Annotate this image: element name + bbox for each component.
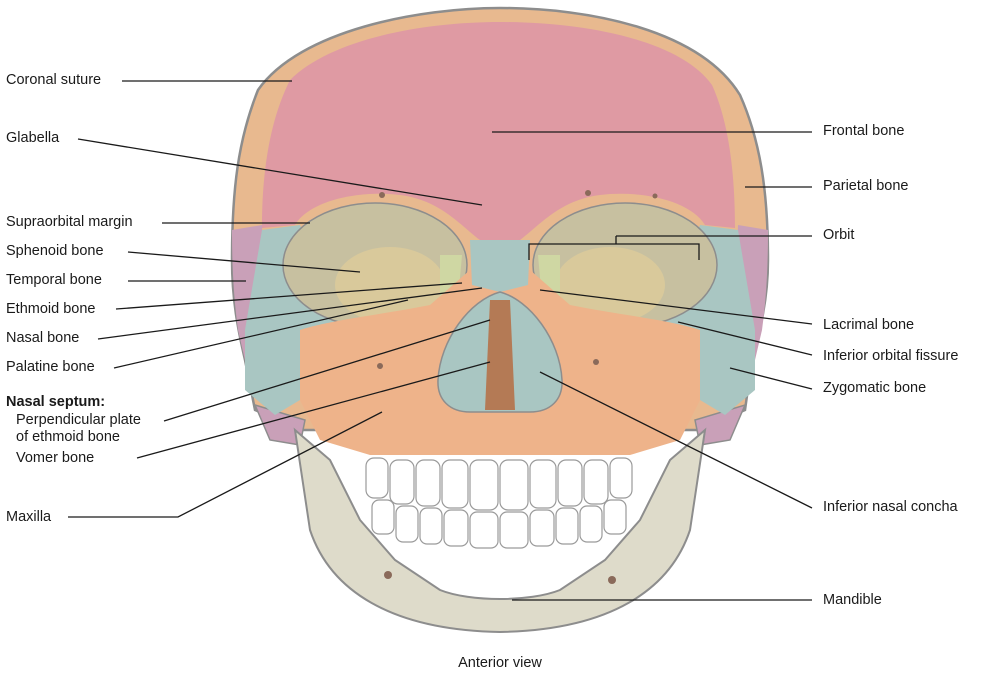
zygomatic-bone-right xyxy=(650,225,755,415)
label-glabella: Glabella xyxy=(6,130,60,146)
mandible-region xyxy=(293,427,707,634)
label-sphenoid-bone: Sphenoid bone xyxy=(6,243,104,259)
label-nasal-septum: Nasal septum: xyxy=(6,394,106,410)
label-temporal-bone: Temporal bone xyxy=(6,272,102,288)
nasal-septum-shape xyxy=(485,300,515,410)
label-zygomatic-bone: Zygomatic bone xyxy=(823,380,927,396)
label-palatine-bone: Palatine bone xyxy=(6,359,95,375)
nasal-bone-region xyxy=(470,240,530,292)
label-inferior-nasal-concha: Inferior nasal concha xyxy=(823,499,958,515)
upper-teeth xyxy=(365,457,633,511)
label-mandible: Mandible xyxy=(823,592,882,608)
zygomatic-bone-left xyxy=(245,225,350,415)
caption-anterior-view: Anterior view xyxy=(458,655,542,671)
label-parietal-bone: Parietal bone xyxy=(823,178,909,194)
label-vomer-bone: Vomer bone xyxy=(16,450,95,466)
label-perpendicular-plate-2: of ethmoid bone xyxy=(16,429,120,445)
frontal-bone-region xyxy=(262,22,735,240)
label-inferior-orbital-fissure: Inferior orbital fissure xyxy=(823,348,959,364)
label-supraorbital-margin: Supraorbital margin xyxy=(6,214,133,230)
label-coronal-suture: Coronal suture xyxy=(6,72,102,88)
label-maxilla: Maxilla xyxy=(6,509,52,525)
leader-lines xyxy=(68,80,813,601)
label-perpendicular-plate-1: Perpendicular plate xyxy=(16,412,141,428)
lower-teeth xyxy=(371,499,627,549)
label-ethmoid-bone: Ethmoid bone xyxy=(6,301,96,317)
sphenoid-right xyxy=(555,247,665,323)
label-frontal-bone: Frontal bone xyxy=(823,123,905,139)
label-lacrimal-bone: Lacrimal bone xyxy=(823,317,915,333)
foramina xyxy=(377,190,658,584)
label-nasal-bone: Nasal bone xyxy=(6,330,80,346)
label-orbit: Orbit xyxy=(823,227,855,243)
